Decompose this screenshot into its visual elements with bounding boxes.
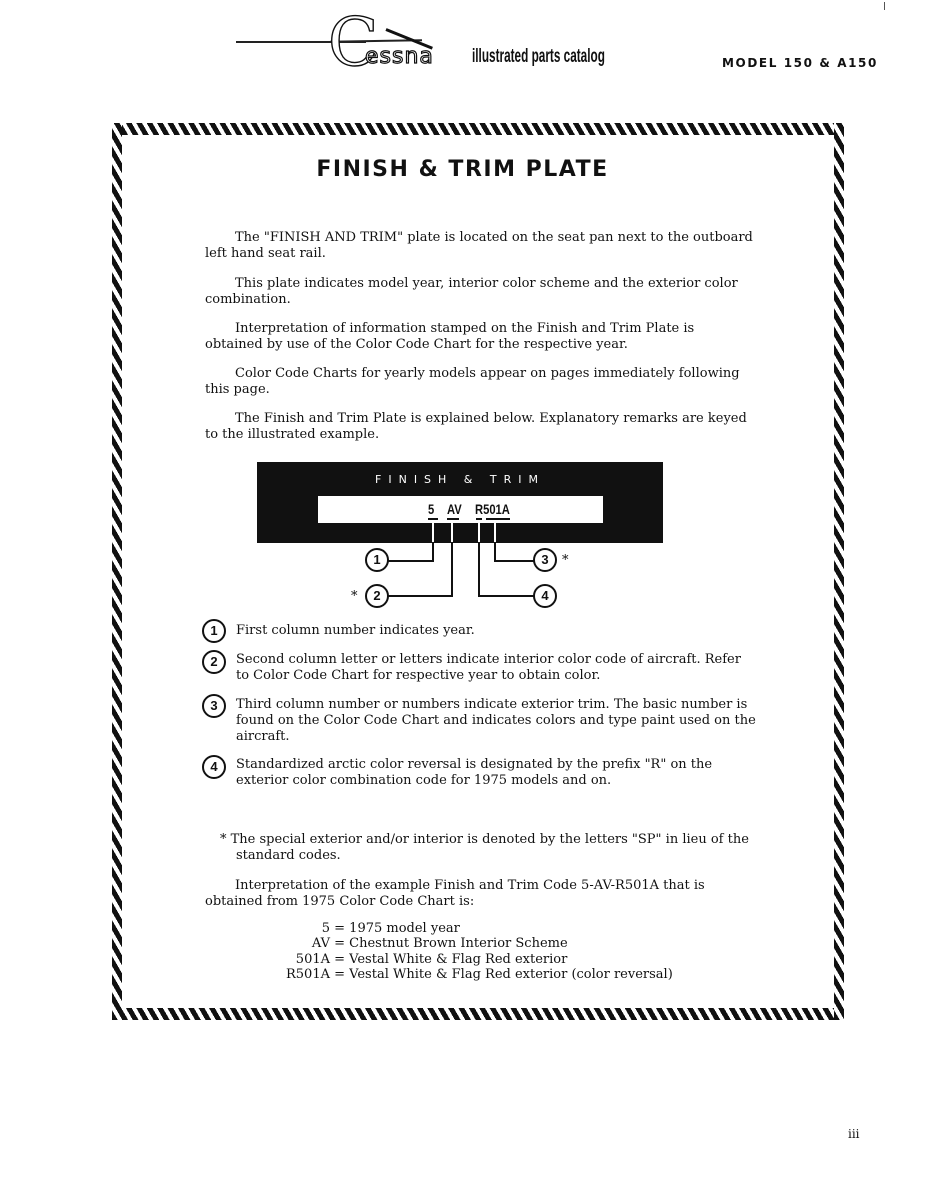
scan-mark bbox=[884, 2, 885, 10]
interpretation-meaning: Vestal White & Flag Red exterior (color … bbox=[349, 967, 673, 982]
paragraph: Interpretation of information stamped on… bbox=[205, 321, 695, 352]
plate-code-interior: AV bbox=[447, 501, 462, 517]
brand-logo-initial: C bbox=[327, 4, 379, 81]
tick-prefix bbox=[476, 518, 482, 520]
leader-3-upper bbox=[494, 520, 496, 542]
legend-text-2: Second column letter or letters indicate… bbox=[236, 652, 741, 683]
callout-4: 4 bbox=[533, 584, 557, 608]
tick-interior bbox=[447, 518, 459, 520]
interpretation-code: 5 bbox=[321, 921, 330, 936]
leader-1 bbox=[432, 542, 434, 562]
model-label: MODEL 150 & A150 bbox=[722, 56, 878, 70]
asterisk-3: * bbox=[562, 553, 569, 568]
interpretation-code: R501A bbox=[286, 967, 330, 982]
plate-label: FINISH & TRIM bbox=[375, 473, 545, 486]
special-note: * The special exterior and/or interior i… bbox=[220, 832, 749, 863]
plate-code-year: 5 bbox=[428, 501, 435, 517]
legend-marker-2: 2 bbox=[202, 650, 226, 674]
legend-text-3: Third column number or numbers indicate … bbox=[236, 697, 756, 744]
leader-3-horizontal bbox=[494, 560, 534, 562]
plate-code-exterior: R501A bbox=[475, 501, 510, 517]
border-bottom bbox=[112, 1008, 844, 1020]
interpretation-code: AV bbox=[311, 936, 330, 951]
border-right bbox=[834, 123, 844, 1020]
interpretation-code: 501A bbox=[295, 952, 330, 967]
legend-marker-4: 4 bbox=[202, 755, 226, 779]
legend-text-1: First column number indicates year. bbox=[236, 623, 475, 638]
paragraph: The "FINISH AND TRIM" plate is located o… bbox=[205, 230, 753, 261]
interpretation-row: R501A = Vestal White & Flag Red exterior… bbox=[220, 967, 760, 983]
leader-4-upper bbox=[478, 520, 480, 542]
page-title: FINISH & TRIM PLATE bbox=[316, 157, 609, 182]
leader-1-upper bbox=[432, 520, 434, 542]
border-left bbox=[112, 123, 122, 1020]
leader-2-horizontal bbox=[388, 595, 453, 597]
brand-logo-text: essna bbox=[364, 43, 434, 69]
interpretation-row: AV = Chestnut Brown Interior Scheme bbox=[220, 936, 760, 952]
catalog-title: illustrated parts catalog bbox=[472, 46, 605, 67]
logo-rule bbox=[236, 41, 366, 43]
legend-marker-3: 3 bbox=[202, 694, 226, 718]
interpretation-meaning: Chestnut Brown Interior Scheme bbox=[349, 936, 568, 951]
border-top bbox=[112, 123, 844, 135]
tick-year bbox=[428, 518, 438, 520]
asterisk-2: * bbox=[351, 589, 358, 604]
interpretation-row: 5 = 1975 model year bbox=[220, 921, 760, 937]
leader-3 bbox=[494, 542, 496, 562]
interpretation-intro: Interpretation of the example Finish and… bbox=[205, 878, 705, 909]
plate-code-window bbox=[318, 496, 603, 523]
callout-1: 1 bbox=[365, 548, 389, 572]
leader-4-horizontal bbox=[478, 595, 534, 597]
paragraph: Color Code Charts for yearly models appe… bbox=[205, 366, 740, 397]
paragraph: This plate indicates model year, interio… bbox=[205, 276, 738, 307]
leader-1-horizontal bbox=[388, 560, 434, 562]
paragraph: The Finish and Trim Plate is explained b… bbox=[205, 411, 747, 442]
legend-text-4: Standardized arctic color reversal is de… bbox=[236, 757, 713, 788]
interpretation-row: 501A = Vestal White & Flag Red exterior bbox=[220, 952, 760, 968]
interpretation-meaning: Vestal White & Flag Red exterior bbox=[349, 952, 568, 967]
callout-3: 3 bbox=[533, 548, 557, 572]
tick-exterior bbox=[486, 518, 510, 520]
leader-2 bbox=[451, 542, 453, 597]
leader-2-upper bbox=[451, 520, 453, 542]
page-number: iii bbox=[848, 1127, 860, 1141]
leader-4 bbox=[478, 542, 480, 597]
callout-2: 2 bbox=[365, 584, 389, 608]
interpretation-meaning: 1975 model year bbox=[349, 921, 460, 936]
legend-marker-1: 1 bbox=[202, 619, 226, 643]
